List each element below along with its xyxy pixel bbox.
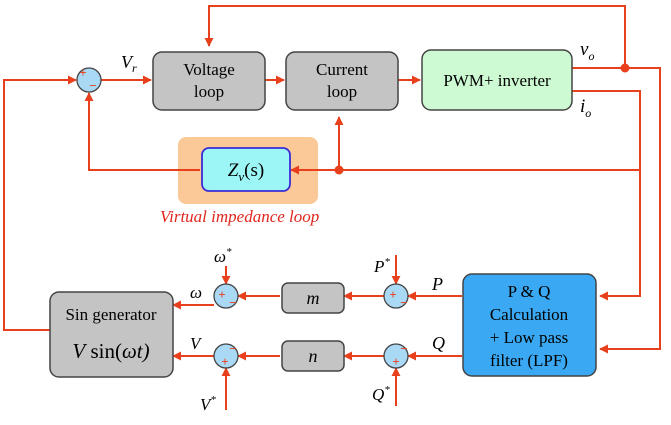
pq-calculation-block: P & Q Calculation + Low pass filter (LPF…	[462, 273, 597, 377]
label-vr-sub: r	[132, 61, 137, 75]
label-io-main: i	[580, 96, 585, 117]
pq-line1: P & Q	[508, 282, 551, 301]
label-omega-star-sup: *	[226, 246, 232, 258]
voltage-loop-block: Voltage loop	[152, 51, 266, 111]
label-vr-main: V	[121, 52, 134, 72]
sin-expr-fn: sin(	[85, 339, 122, 363]
label-p-star-sup: *	[384, 256, 390, 268]
voltage-loop-line1: Voltage	[183, 60, 235, 79]
label-v: V	[190, 334, 203, 353]
pwm-inverter-block: PWM+ inverter	[421, 49, 573, 111]
m-block: m	[281, 282, 345, 314]
m-label: m	[307, 288, 320, 308]
sin-generator-title: Sin generator	[65, 305, 156, 324]
current-loop-line2: loop	[327, 82, 357, 101]
label-omega-star-main: ω	[214, 247, 226, 266]
summer-p-plus: +	[389, 287, 396, 302]
pq-line3: + Low pass	[490, 328, 569, 347]
summer1-minus: −	[89, 78, 96, 93]
pq-line4: filter (LPF)	[490, 351, 568, 370]
summer-q-plus: +	[392, 354, 399, 369]
voltage-loop-line2: loop	[194, 82, 224, 101]
label-p: P	[431, 274, 443, 294]
label-q: Q	[432, 333, 445, 353]
n-label: n	[309, 346, 318, 366]
summer1-plus: +	[79, 65, 86, 80]
junction-io	[334, 165, 344, 175]
wire-vo-feedback	[204, 5, 626, 68]
summer-omega-plus: +	[218, 287, 225, 302]
label-q-star-sup: *	[384, 384, 390, 396]
zv-arg: (s)	[244, 160, 264, 181]
current-loop-line1: Current	[316, 60, 368, 79]
summer-v-minus: −	[229, 341, 236, 356]
summer-voltage-reference: + −	[76, 65, 102, 93]
virtual-impedance-block: Zv(s)	[201, 147, 291, 192]
zv-main: Z	[228, 160, 239, 181]
wire-io-output	[572, 90, 641, 301]
summer-v-plus: +	[221, 354, 228, 369]
sin-generator-expression: V sin(ωt)	[72, 339, 149, 363]
n-block: n	[281, 340, 345, 372]
label-v-star: V*	[200, 394, 216, 414]
label-omega-star: ω*	[214, 246, 232, 266]
label-io-sub: o	[585, 106, 591, 120]
sin-expr-v: V	[72, 339, 87, 363]
label-vo-main: v	[580, 39, 589, 60]
pwm-inverter-label: PWM+ inverter	[443, 71, 551, 90]
summer-v: − +	[213, 341, 239, 369]
label-vr: Vr	[121, 52, 137, 75]
virtual-loop-label: Virtual impedance loop	[160, 207, 319, 226]
wire-vo-output	[572, 67, 661, 354]
label-q-star: Q*	[372, 384, 390, 404]
current-loop-block: Current loop	[285, 51, 399, 111]
zv-label: Zv(s)	[228, 160, 264, 184]
label-vo: vo	[580, 39, 594, 63]
sin-generator-block: Sin generator V sin(ωt)	[49, 291, 174, 378]
sin-expr-omega: ω	[122, 339, 137, 363]
summer-omega-minus: −	[229, 295, 236, 310]
summer-q-minus: −	[400, 341, 407, 356]
zv-sub: v	[238, 169, 244, 184]
summer-q: − +	[383, 341, 409, 369]
label-vo-sub: o	[588, 49, 594, 63]
sin-expr-t: t)	[137, 339, 150, 363]
summer-omega: + −	[213, 283, 239, 310]
label-v-star-main: V	[200, 395, 213, 414]
label-omega: ω	[190, 283, 202, 302]
wire-sin-to-summer	[3, 75, 77, 331]
label-p-star-main: P	[373, 257, 384, 276]
summer-p-minus: −	[400, 295, 407, 310]
label-p-star: P*	[373, 256, 390, 276]
label-q-star-main: Q	[372, 385, 384, 404]
junction-vo	[620, 63, 630, 73]
label-io: io	[580, 96, 591, 120]
label-v-star-sup: *	[210, 394, 216, 406]
summer-p: + −	[383, 283, 409, 310]
pq-line2: Calculation	[490, 305, 569, 324]
wire-zv-to-summer	[84, 92, 200, 171]
